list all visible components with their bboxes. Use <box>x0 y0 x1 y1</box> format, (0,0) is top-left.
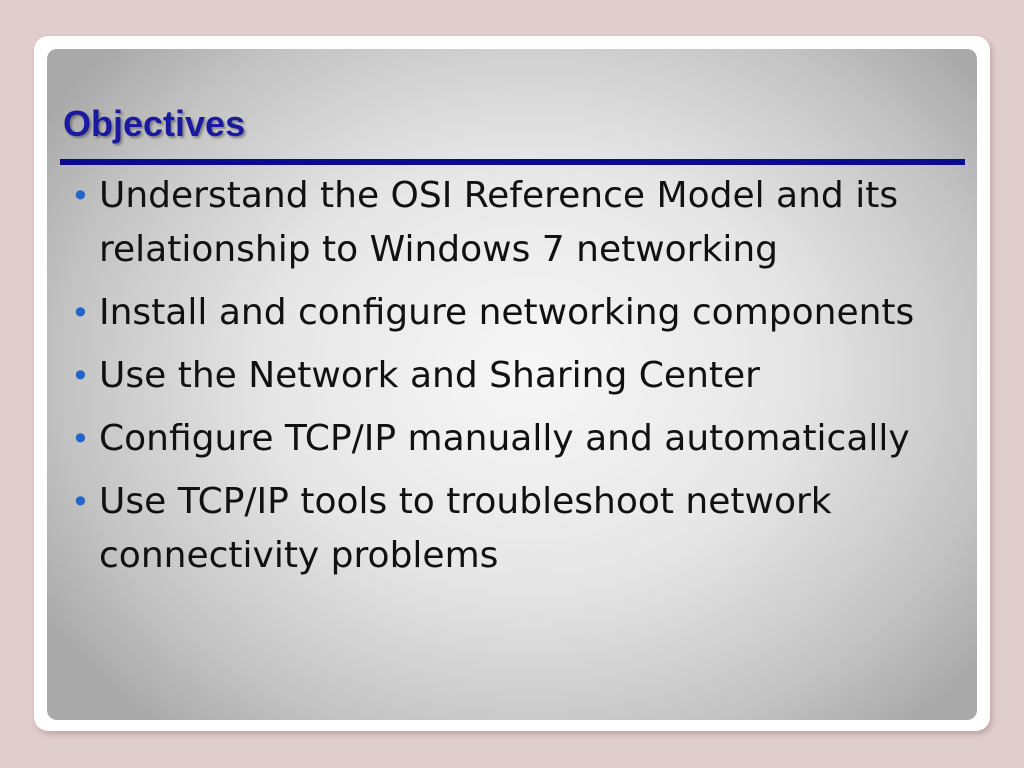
slide-title: Objectives <box>63 103 246 144</box>
bullet-icon: • <box>71 483 90 521</box>
bullet-item: • Configure TCP/IP manually and automati… <box>71 412 961 466</box>
bullet-text: Configure TCP/IP manually and automatica… <box>99 418 910 459</box>
bullet-icon: • <box>71 357 90 395</box>
bullet-list: • Understand the OSI Reference Model and… <box>71 169 961 592</box>
bullet-text: Use the Network and Sharing Center <box>99 355 760 396</box>
slide-panel: Objectives • Understand the OSI Referenc… <box>47 49 977 720</box>
bullet-icon: • <box>71 177 90 215</box>
bullet-item: • Use TCP/IP tools to troubleshoot netwo… <box>71 475 961 583</box>
bullet-item: • Understand the OSI Reference Model and… <box>71 169 961 277</box>
slide-frame: Objectives • Understand the OSI Referenc… <box>34 36 990 731</box>
bullet-text: Understand the OSI Reference Model and i… <box>99 175 899 270</box>
title-divider <box>60 159 965 165</box>
bullet-item: • Use the Network and Sharing Center <box>71 349 961 403</box>
bullet-icon: • <box>71 420 90 458</box>
bullet-icon: • <box>71 294 90 332</box>
bullet-item: • Install and configure networking compo… <box>71 286 961 340</box>
bullet-text: Install and configure networking compone… <box>99 292 915 333</box>
bullet-text: Use TCP/IP tools to troubleshoot network… <box>99 481 832 576</box>
